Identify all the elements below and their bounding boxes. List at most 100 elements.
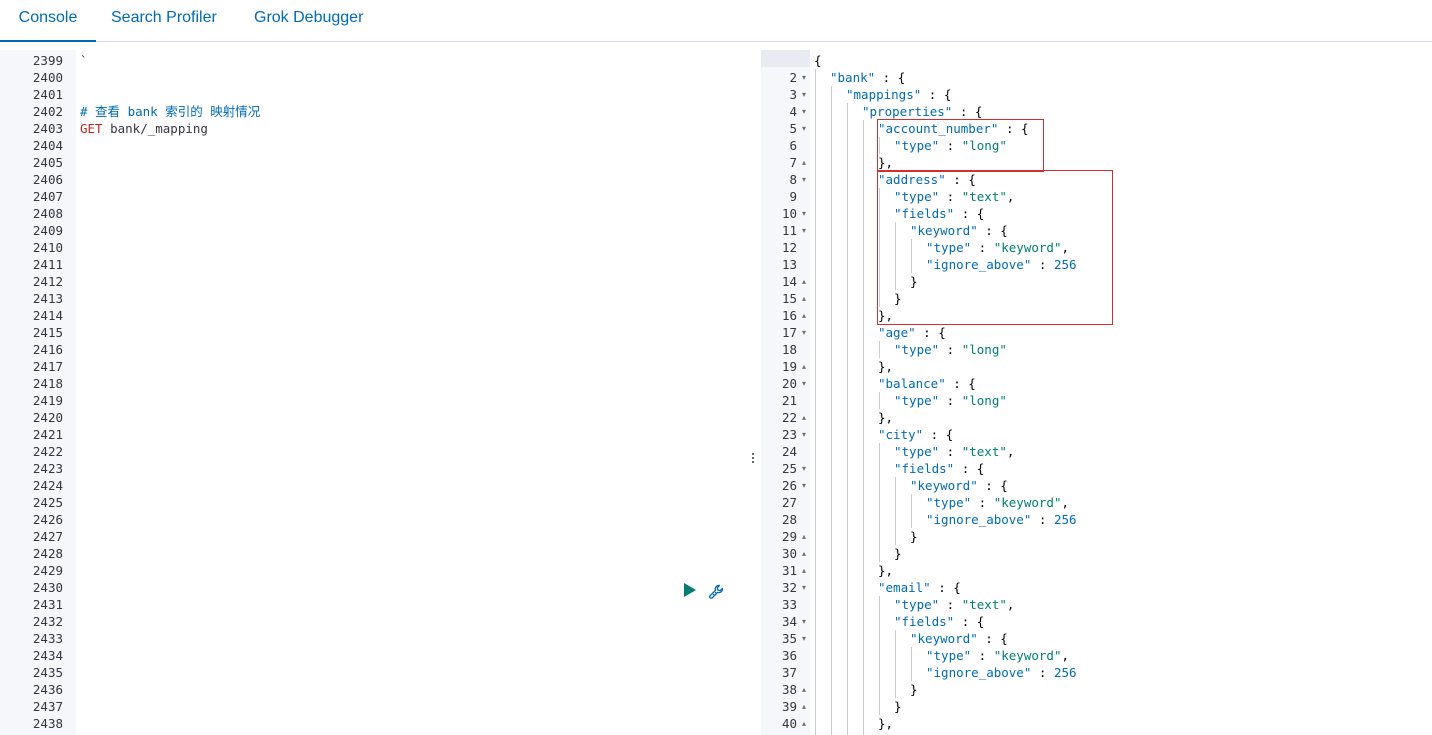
fold-open-icon[interactable]: ▾ (801, 226, 806, 235)
json-punct: }, (878, 563, 894, 578)
fold-close-icon[interactable]: ▴ (801, 719, 806, 728)
fold-close-icon[interactable]: ▴ (801, 158, 806, 167)
drag-dot (752, 461, 754, 463)
json-number: 256 (1053, 512, 1077, 527)
json-key: "address" (878, 172, 946, 187)
json-line: }, (878, 409, 893, 426)
line-number: 2429 (32, 563, 63, 578)
json-line: } (894, 698, 902, 715)
fold-close-icon[interactable]: ▴ (801, 294, 806, 303)
fold-open-icon[interactable]: ▾ (801, 90, 806, 99)
json-line: }, (878, 307, 893, 324)
line-number: 2428 (32, 546, 63, 561)
json-punct: : (1031, 665, 1054, 680)
line-number: 2421 (32, 427, 63, 442)
json-punct: } (894, 291, 902, 306)
indent-guide (879, 443, 880, 562)
json-key: "bank" (830, 70, 876, 85)
json-line: "bank" : { (830, 69, 905, 86)
drag-dot (752, 453, 754, 455)
fold-close-icon[interactable]: ▴ (801, 549, 806, 558)
json-punct: }, (878, 308, 894, 323)
fold-open-icon[interactable]: ▾ (801, 209, 806, 218)
json-line: "keyword" : { (910, 222, 1008, 239)
fold-close-icon[interactable]: ▴ (801, 532, 806, 541)
line-number: 18 (781, 342, 797, 357)
comment: # 查看 bank 索引的 映射情况 (80, 104, 261, 119)
fold-close-icon[interactable]: ▴ (801, 566, 806, 575)
tab-search-profiler[interactable]: Search Profiler (111, 9, 217, 26)
json-line: "ignore_above" : 256 (926, 256, 1077, 273)
fold-close-icon[interactable]: ▴ (801, 277, 806, 286)
fold-open-icon[interactable]: ▾ (801, 481, 806, 490)
json-line: "type" : "keyword", (926, 494, 1069, 511)
json-line: "mappings" : { (846, 86, 951, 103)
json-line: "fields" : { (894, 460, 984, 477)
json-line: "type" : "text", (894, 596, 1014, 613)
response-viewer[interactable]: 1▾2▾3▾4▾5▾67▴8▾910▾11▾121314▴15▴16▴17▾18… (761, 50, 1432, 735)
line-number: 2422 (32, 444, 63, 459)
line-number: 2411 (32, 257, 63, 272)
fold-open-icon[interactable]: ▾ (801, 73, 806, 82)
line-number: 2401 (32, 87, 63, 102)
line-number: 29 (781, 529, 797, 544)
line-number: 12 (781, 240, 797, 255)
indent-guide (863, 120, 864, 735)
fold-open-icon[interactable]: ▾ (801, 124, 806, 133)
tab-grok-debugger[interactable]: Grok Debugger (254, 9, 364, 26)
wrench-icon[interactable] (707, 583, 725, 601)
console-tabs: Console Search Profiler Grok Debugger (0, 0, 1432, 42)
json-line: "type" : "long" (894, 341, 1007, 358)
fold-open-icon[interactable]: ▾ (801, 634, 806, 643)
line-number: 41 (761, 732, 797, 735)
line-number: 2431 (32, 597, 63, 612)
line-number: 33 (781, 597, 797, 612)
indent-guide (895, 477, 896, 545)
fold-open-icon[interactable]: ▾ (801, 464, 806, 473)
fold-close-icon[interactable]: ▴ (801, 702, 806, 711)
json-punct: : (971, 495, 994, 510)
json-key: "type" (894, 444, 940, 459)
fold-open-icon[interactable]: ▾ (801, 379, 806, 388)
json-line: } (910, 273, 918, 290)
json-line: "address" : { (878, 171, 976, 188)
fold-close-icon[interactable]: ▴ (801, 362, 806, 371)
line-number: 10 (781, 206, 797, 221)
indent-guide (911, 494, 912, 528)
line-number: 7 (789, 155, 797, 170)
line-number: 2406 (32, 172, 63, 187)
line-number: 2438 (32, 716, 63, 731)
json-punct: : { (954, 206, 985, 221)
tab-console[interactable]: Console (0, 0, 96, 42)
json-line: "ignore_above" : 256 (926, 664, 1077, 681)
fold-close-icon[interactable]: ▴ (801, 311, 806, 320)
request-path: bank/_mapping (102, 121, 208, 136)
fold-open-icon[interactable]: ▾ (801, 430, 806, 439)
json-punct: : (939, 138, 962, 153)
line-number: 5 (789, 121, 797, 136)
fold-open-icon[interactable]: ▾ (801, 107, 806, 116)
fold-open-icon[interactable]: ▾ (801, 328, 806, 337)
line-number: 2409 (32, 223, 63, 238)
json-punct: : { (915, 325, 946, 340)
json-punct: } (894, 699, 902, 714)
json-punct: }, (878, 410, 894, 425)
fold-close-icon[interactable]: ▴ (801, 413, 806, 422)
json-punct: : (1031, 257, 1054, 272)
fold-close-icon[interactable]: ▴ (801, 685, 806, 694)
json-punct: : { (954, 614, 985, 629)
line-number: 4 (789, 104, 797, 119)
panel-resize-handle[interactable] (745, 50, 761, 735)
play-icon[interactable] (683, 582, 697, 598)
line-number: 2418 (32, 376, 63, 391)
line-number: 2425 (32, 495, 63, 510)
response-content[interactable]: {"bank" : {"mappings" : {"properties" : … (810, 50, 1432, 735)
line-number: 2403 (32, 121, 63, 136)
fold-open-icon[interactable]: ▾ (801, 583, 806, 592)
line-number: 36 (781, 648, 797, 663)
fold-open-icon[interactable]: ▾ (801, 175, 806, 184)
fold-open-icon[interactable]: ▾ (801, 617, 806, 626)
line-number: 2419 (32, 393, 63, 408)
